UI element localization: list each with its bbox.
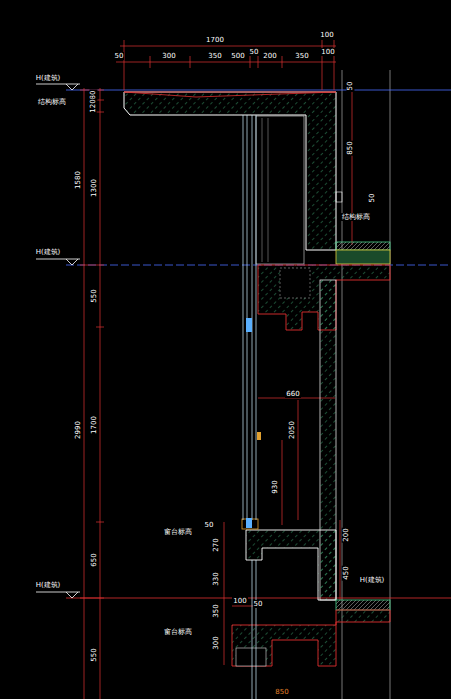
- dimension-label: 350: [207, 52, 222, 60]
- dimension-label: 120: [89, 98, 97, 113]
- dimension-label: 1700: [90, 415, 98, 435]
- dimension-label: H(建筑): [35, 581, 62, 589]
- dimension-label: 350: [212, 603, 220, 618]
- dimension-label: 200: [342, 527, 350, 542]
- dimension-label: 300: [212, 635, 220, 650]
- dimension-label: 450: [342, 565, 350, 580]
- dimension-label: 100: [320, 48, 335, 56]
- dimension-label: 2990: [74, 420, 82, 440]
- dimension-label: H(建筑): [35, 74, 62, 82]
- dimension-label: 50: [368, 193, 376, 204]
- dimension-label: 50: [253, 600, 264, 608]
- dimension-label: 550: [90, 288, 98, 303]
- dimension-label: 270: [212, 537, 220, 552]
- dimension-label: 50: [249, 48, 260, 56]
- dimension-label: 200: [262, 52, 277, 60]
- dimension-label: 窗台标高: [163, 528, 193, 536]
- dimension-label: 窗台标高: [163, 628, 193, 636]
- dimension-label: 结构标高: [341, 213, 371, 221]
- dimension-label: 500: [230, 52, 245, 60]
- dimension-label: 1700: [205, 36, 225, 44]
- dimension-label: 50: [204, 521, 215, 529]
- dimension-label: 1580: [74, 170, 82, 190]
- dimension-label: 结构标高: [37, 98, 67, 106]
- dimension-label: 1300: [90, 178, 98, 198]
- dimension-label: 100: [232, 597, 247, 605]
- dimension-label: 100: [319, 31, 334, 39]
- dimension-label: 660: [285, 390, 300, 398]
- dimension-label: 930: [271, 479, 279, 494]
- dimension-label: 650: [90, 552, 98, 567]
- dimension-label: 50: [114, 52, 125, 60]
- dimension-label: 850: [274, 688, 289, 696]
- dimension-label: 550: [90, 647, 98, 662]
- dimension-label: 300: [161, 52, 176, 60]
- dimension-label: 2050: [288, 420, 296, 440]
- dimension-label: 50: [346, 81, 354, 92]
- dimension-label: 350: [294, 52, 309, 60]
- dimension-label: H(建筑): [35, 248, 62, 256]
- dimension-label: 330: [212, 571, 220, 586]
- dimension-label: 850: [346, 140, 354, 155]
- dimension-label: H(建筑): [359, 576, 386, 584]
